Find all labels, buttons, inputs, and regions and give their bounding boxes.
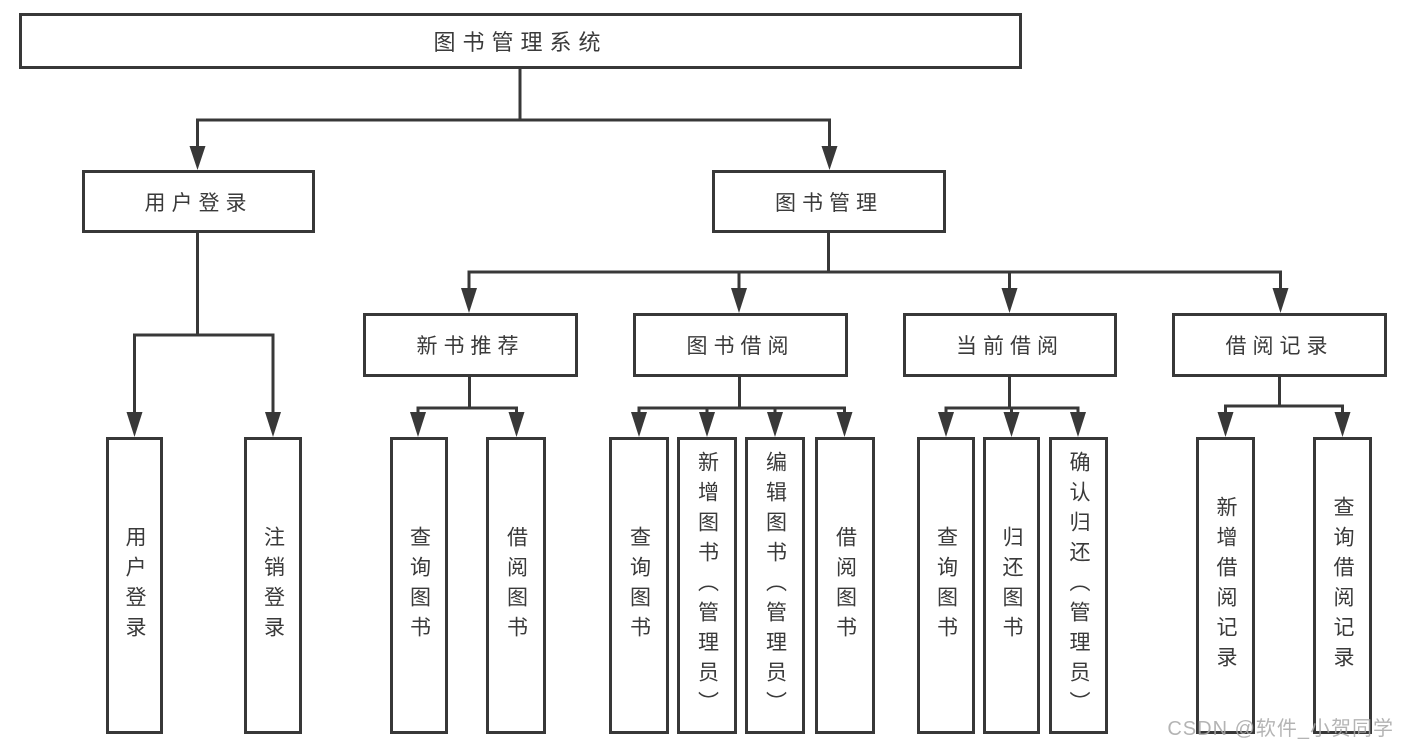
leaf-borrow-books-recommend: 借阅图书 <box>486 437 546 734</box>
leaf-edit-book-admin: 编辑图书（管理员） <box>745 437 805 734</box>
node-user-login: 用户登录 <box>82 170 315 233</box>
leaf-query-books-borrowing-label: 查询图书 <box>627 525 651 646</box>
node-root-label: 图书管理系统 <box>433 30 608 55</box>
leaf-borrow-books-recommend-label: 借阅图书 <box>504 525 528 646</box>
leaf-query-books-borrowing: 查询图书 <box>609 437 669 734</box>
node-current-borrowing-label: 当前借阅 <box>956 335 1064 358</box>
leaf-query-books-current: 查询图书 <box>917 437 975 734</box>
node-borrow-records-label: 借阅记录 <box>1225 335 1334 358</box>
node-book-borrowing-label: 图书借阅 <box>686 335 795 358</box>
leaf-confirm-return-admin-label: 确认归还（管理员） <box>1067 450 1090 721</box>
watermark: CSDN @软件_小贺同学 <box>1167 718 1394 740</box>
leaf-return-books: 归还图书 <box>983 437 1040 734</box>
node-book-borrowing: 图书借阅 <box>633 313 848 377</box>
node-book-management: 图书管理 <box>712 170 946 233</box>
leaf-query-books-recommend: 查询图书 <box>390 437 448 734</box>
leaf-query-borrow-record: 查询借阅记录 <box>1313 437 1372 734</box>
node-new-book-recommend: 新书推荐 <box>363 313 578 377</box>
node-user-login-label: 用户登录 <box>144 191 253 215</box>
leaf-user-login: 用户登录 <box>106 437 163 734</box>
leaf-query-books-current-label: 查询图书 <box>934 525 958 646</box>
leaf-query-books-recommend-label: 查询图书 <box>407 525 431 646</box>
node-borrow-records: 借阅记录 <box>1172 313 1387 377</box>
leaf-confirm-return-admin: 确认归还（管理员） <box>1049 437 1108 734</box>
leaf-logout-label: 注销登录 <box>261 525 285 646</box>
node-new-book-recommend-label: 新书推荐 <box>416 335 525 358</box>
leaf-add-borrow-record: 新增借阅记录 <box>1196 437 1255 734</box>
leaf-logout: 注销登录 <box>244 437 302 734</box>
leaf-user-login-label: 用户登录 <box>123 525 146 646</box>
leaf-add-borrow-record-label: 新增借阅记录 <box>1214 495 1237 676</box>
leaf-add-book-admin-label: 新增图书（管理员） <box>695 450 719 721</box>
leaf-query-borrow-record-label: 查询借阅记录 <box>1331 495 1354 676</box>
leaf-add-book-admin: 新增图书（管理员） <box>677 437 737 734</box>
node-book-management-label: 图书管理 <box>775 191 883 215</box>
leaf-borrow-books-borrowing-label: 借阅图书 <box>833 525 857 646</box>
leaf-edit-book-admin-label: 编辑图书（管理员） <box>763 450 787 721</box>
leaf-return-books-label: 归还图书 <box>1000 525 1023 646</box>
node-current-borrowing: 当前借阅 <box>903 313 1117 377</box>
leaf-borrow-books-borrowing: 借阅图书 <box>815 437 875 734</box>
node-root: 图书管理系统 <box>19 13 1022 69</box>
